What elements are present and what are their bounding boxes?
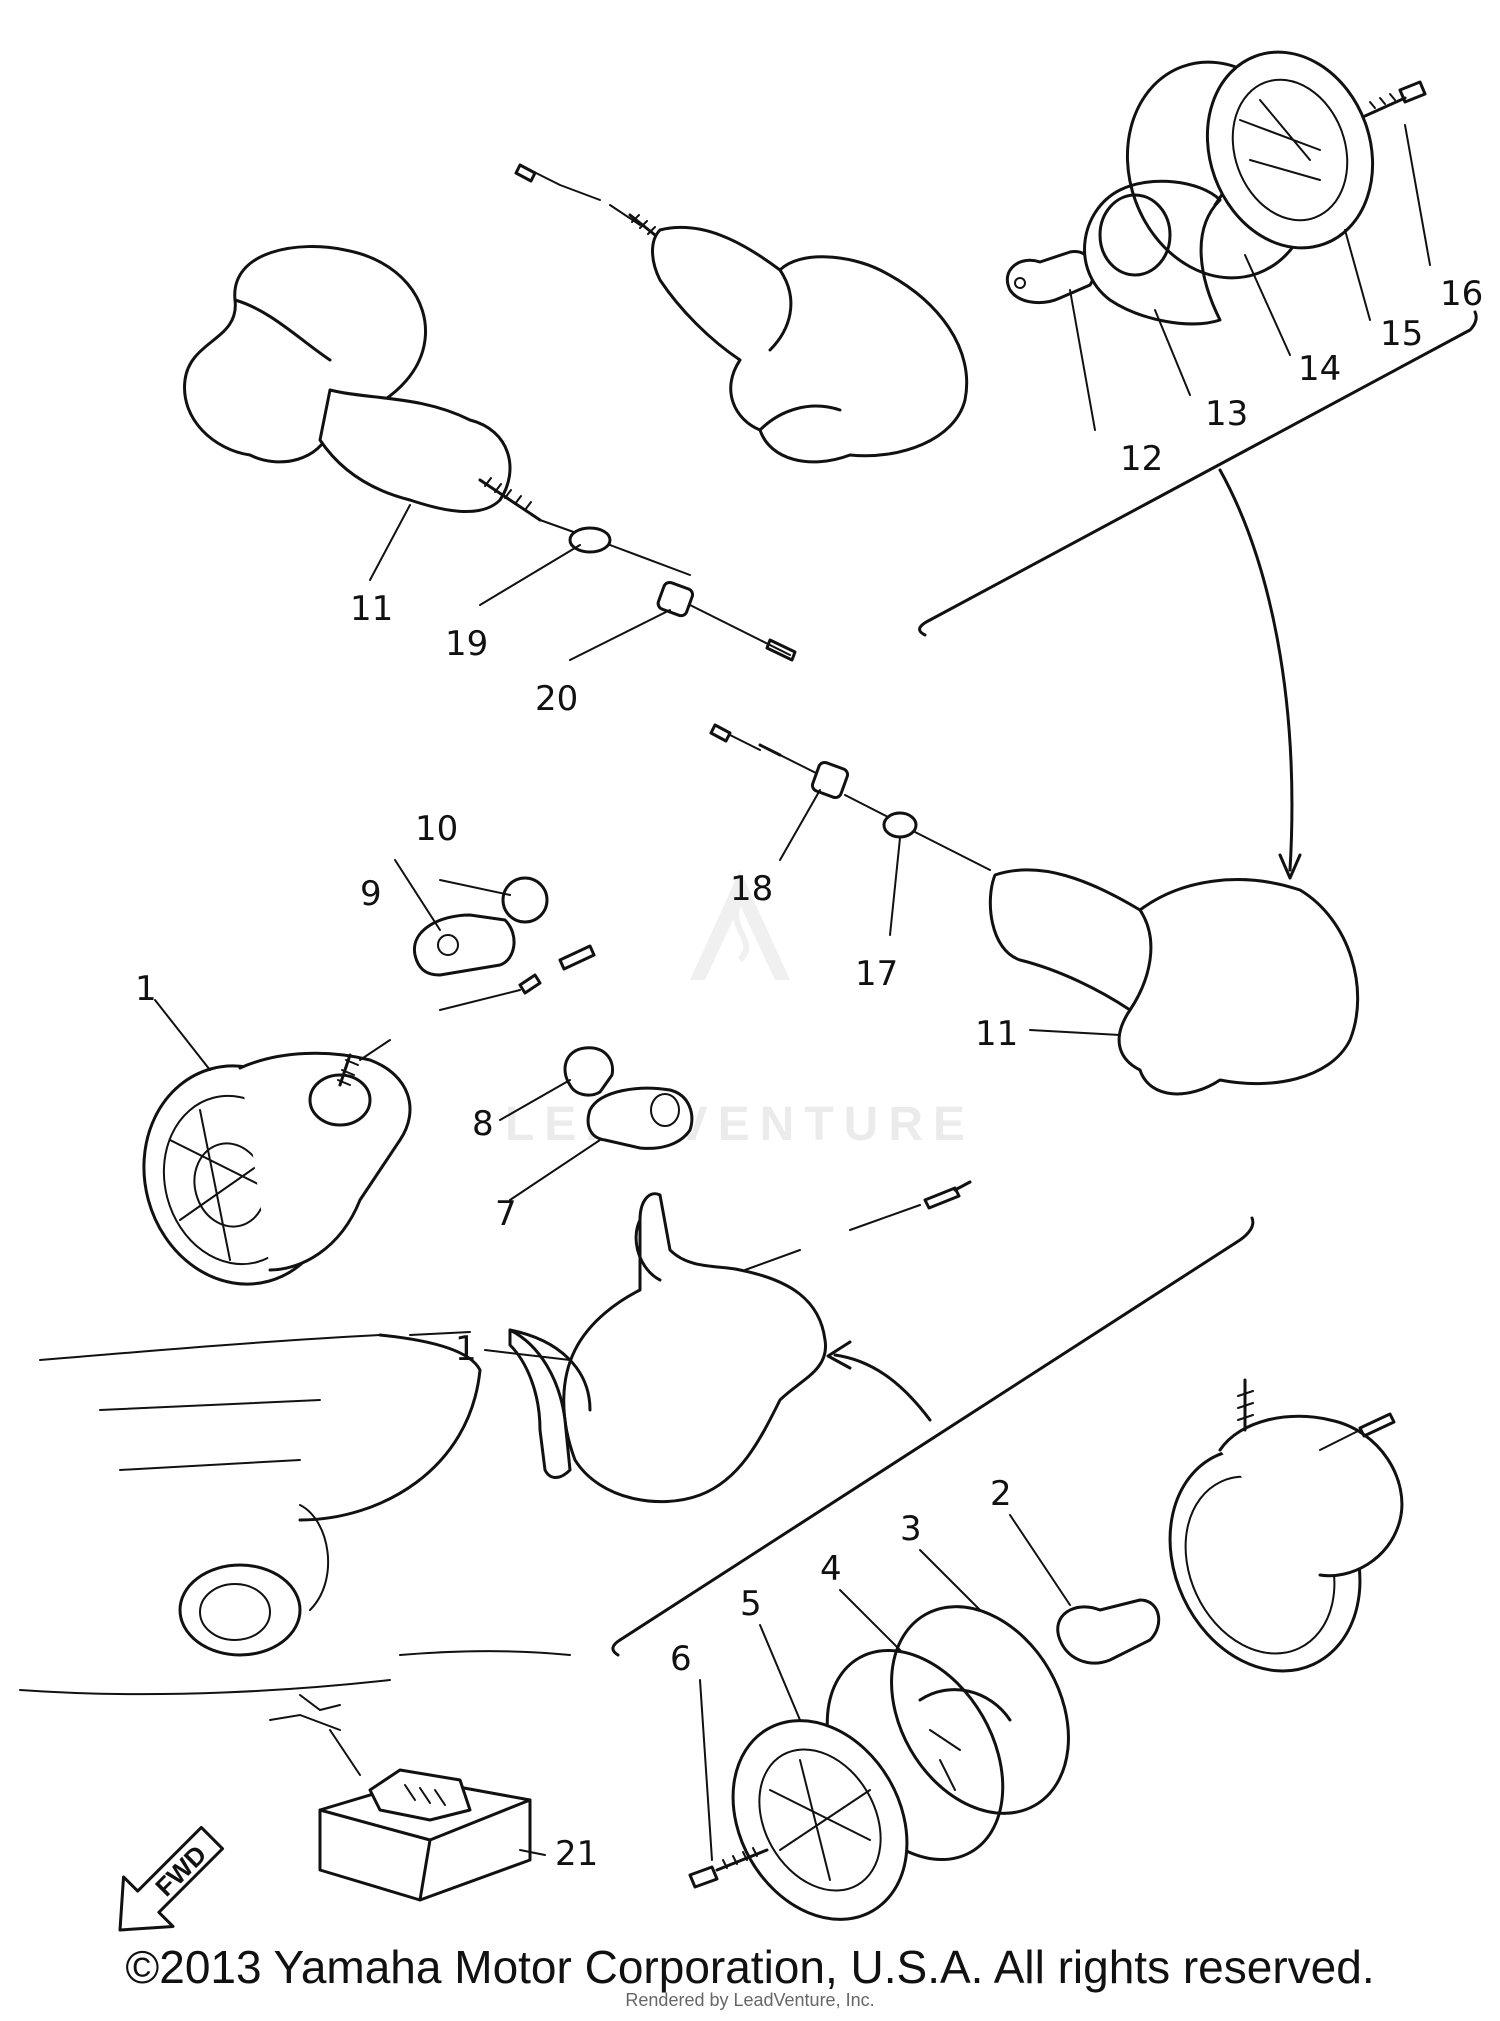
callout-18: 18 [730, 869, 773, 909]
arrow-curve-lower [833, 1353, 932, 1422]
rear-turn-signal-right [514, 163, 969, 464]
lens-assembly-top [1005, 50, 1427, 326]
callout-numbers: 12 13 14 15 16 11 19 20 10 9 18 17 11 1 … [135, 274, 1483, 1874]
bracket-lower-end [611, 1638, 622, 1657]
callout-4: 4 [820, 1549, 842, 1589]
callout-17: 17 [855, 954, 898, 994]
callout-8: 8 [472, 1104, 494, 1144]
flasher-relay [269, 1713, 532, 1902]
callout-11-middle: 11 [975, 1014, 1018, 1054]
leader-lines [154, 124, 1431, 1861]
callout-9: 9 [360, 874, 382, 914]
callout-21: 21 [555, 1834, 598, 1874]
callout-15: 15 [1380, 314, 1423, 354]
rendered-by-notice: Rendered by LeadVenture, Inc. [625, 1990, 875, 2010]
callout-3: 3 [900, 1509, 922, 1549]
bracket-lower [618, 1216, 1255, 1642]
watermark-logo: LEADVENTURE [505, 870, 975, 1151]
callout-11-upper: 11 [350, 589, 393, 629]
callout-1-center: 1 [455, 1329, 477, 1369]
bracket-upper [928, 310, 1478, 622]
callout-2: 2 [990, 1474, 1012, 1514]
callout-7: 7 [495, 1194, 517, 1234]
callout-12: 12 [1120, 439, 1163, 479]
fwd-arrow: FWD [118, 1825, 225, 1932]
callout-20: 20 [535, 679, 578, 719]
callout-14: 14 [1298, 349, 1341, 389]
lens-assembly-lower [688, 1598, 1161, 1921]
callout-16: 16 [1440, 274, 1483, 314]
arrow-head-lower [826, 1340, 852, 1370]
lens-housing-lower-right [1168, 1378, 1404, 1673]
callout-6: 6 [670, 1639, 692, 1679]
callout-10: 10 [415, 809, 458, 849]
arrow-head-right [1278, 853, 1302, 880]
frame-outline [19, 1328, 592, 1712]
front-turn-signal-center [562, 1046, 972, 1504]
front-turn-signal-left [142, 876, 596, 1286]
bracket-upper-end [918, 618, 932, 637]
callout-5: 5 [740, 1584, 762, 1624]
callout-1-left: 1 [135, 969, 157, 1009]
copyright-notice: ©2013 Yamaha Motor Corporation, U.S.A. A… [125, 1941, 1375, 1993]
watermark-text: LEADVENTURE [505, 1098, 975, 1151]
front-turn-signal-right [709, 723, 1360, 1096]
callout-13: 13 [1205, 394, 1248, 434]
arrow-curve-right [1218, 468, 1294, 872]
callout-19: 19 [445, 624, 488, 664]
